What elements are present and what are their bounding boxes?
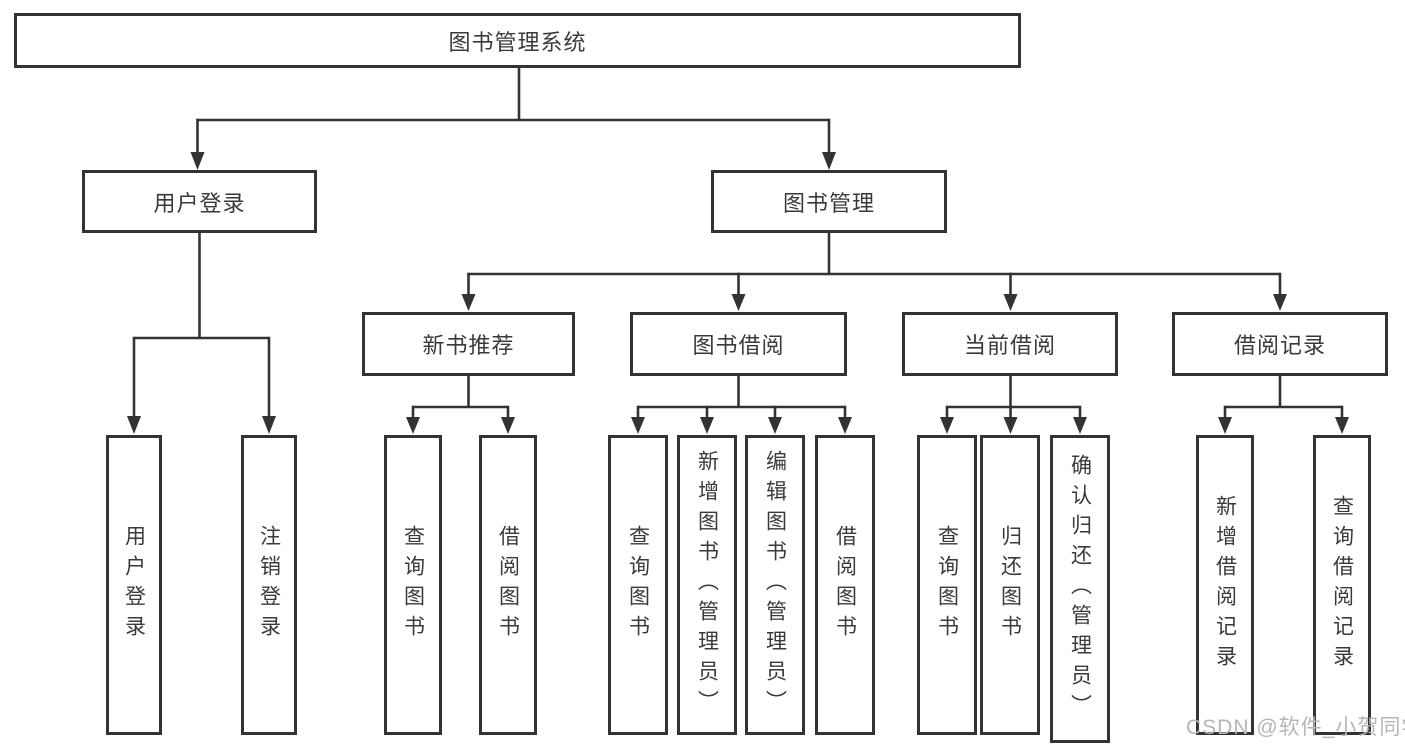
arrow-down-icon — [940, 417, 954, 434]
leaf-add-borrow-record: 新增借阅记录 — [1196, 435, 1254, 735]
csdn-watermark: CSDN @软件_小贺同学 — [1186, 716, 1405, 739]
arrow-down-icon — [1003, 417, 1018, 434]
node-book-management: 图书管理 — [711, 170, 947, 233]
arrow-down-icon — [190, 152, 205, 170]
arrow-down-icon — [1003, 294, 1018, 311]
leaf-return-book: 归还图书 — [980, 435, 1040, 735]
arrow-down-icon — [822, 152, 836, 170]
leaf-user-login: 用户登录 — [106, 435, 162, 735]
leaf-edit-book-admin: 编辑图书（管理员） — [745, 435, 805, 735]
node-borrowing-records: 借阅记录 — [1172, 312, 1388, 376]
leaf-query-books-borrowing: 查询图书 — [608, 435, 668, 735]
arrow-down-icon — [700, 417, 714, 434]
arrow-down-icon — [838, 417, 852, 434]
node-book-borrowing: 图书借阅 — [630, 312, 847, 376]
arrow-down-icon — [262, 416, 276, 434]
arrow-down-icon — [1273, 294, 1287, 311]
arrow-down-icon — [406, 417, 420, 434]
arrow-down-icon — [1335, 417, 1349, 434]
leaf-add-book-admin: 新增图书（管理员） — [677, 435, 737, 735]
arrow-down-icon — [731, 294, 746, 311]
leaf-confirm-return-admin: 确认归还（管理员） — [1050, 435, 1110, 743]
arrow-down-icon — [1218, 417, 1232, 434]
leaf-borrow-books: 借阅图书 — [815, 435, 875, 735]
arrow-down-icon — [501, 417, 515, 434]
node-new-book-recommendation: 新书推荐 — [362, 312, 575, 376]
arrow-down-icon — [127, 416, 141, 434]
arrow-down-icon — [1073, 417, 1087, 434]
arrow-down-icon — [631, 417, 645, 434]
leaf-query-books-recommend: 查询图书 — [384, 435, 442, 735]
leaf-logout: 注销登录 — [241, 435, 297, 735]
leaf-borrow-books-recommend: 借阅图书 — [479, 435, 537, 735]
node-library-management-system: 图书管理系统 — [14, 13, 1021, 68]
leaf-query-borrow-record: 查询借阅记录 — [1313, 435, 1371, 735]
leaf-query-books-current: 查询图书 — [917, 435, 977, 735]
arrow-down-icon — [768, 417, 782, 434]
arrow-down-icon — [461, 294, 476, 311]
node-user-login: 用户登录 — [82, 170, 317, 233]
node-current-borrowing: 当前借阅 — [902, 312, 1118, 376]
